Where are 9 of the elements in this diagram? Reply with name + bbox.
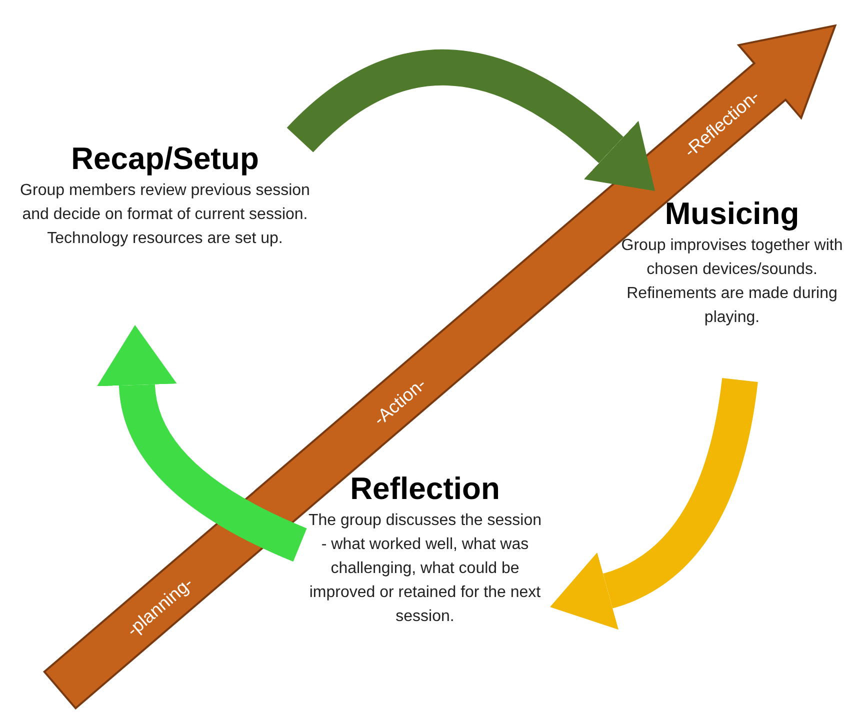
stage-description: Group improvises together with chosen devices/sounds. Refinements are made during playing. — [620, 236, 844, 328]
stage-description: The group discusses the session - what worked well, what was challenging, what could be improved or retained for the next session. — [307, 510, 542, 627]
curved-arrow — [287, 50, 657, 190]
curved-arrow — [97, 325, 308, 562]
stage-heading: Recap/Setup — [71, 140, 259, 178]
stage-description: Group members review previous session and decide on format of current session. Technology resources are set up. — [19, 180, 311, 249]
curved-arrow — [551, 378, 758, 629]
stage-heading: Reflection — [350, 470, 500, 508]
stage-heading: Musicing — [664, 195, 800, 233]
